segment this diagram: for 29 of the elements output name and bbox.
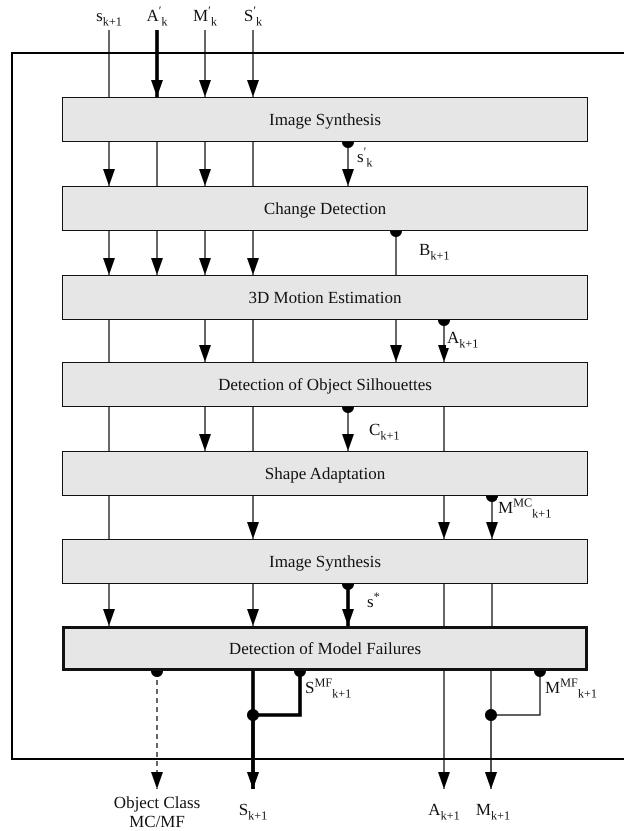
- arrow: [199, 320, 211, 362]
- process-box: 3D Motion Estimation: [62, 275, 588, 320]
- process-box: Detection of Object Silhouettes: [62, 362, 588, 407]
- arrow: [247, 231, 259, 275]
- process-box: Change Detection: [62, 186, 588, 231]
- process-box: Image Synthesis: [62, 97, 588, 142]
- signal-label: S$_{k+1}$: [231, 800, 275, 819]
- signal-label: M$_{k+1}$: [471, 800, 515, 819]
- arrow: [103, 584, 115, 626]
- arrow: [390, 320, 402, 362]
- arrow: [199, 30, 211, 97]
- arrow: [103, 231, 115, 275]
- arrow: [247, 496, 259, 539]
- arrow: [199, 142, 211, 186]
- arrow: [438, 671, 450, 789]
- process-box: Detection of Model Failures: [62, 626, 588, 671]
- process-box: Image Synthesis: [62, 539, 588, 584]
- arrow: [103, 142, 115, 186]
- arrow: [247, 584, 259, 626]
- signal-label: s$_{k+1}$: [87, 6, 131, 25]
- arrow: [151, 30, 163, 97]
- signal-label: Object Class MC/MF: [102, 793, 212, 831]
- arrow: [438, 496, 450, 539]
- arrow: [199, 407, 211, 451]
- arrow: [247, 30, 259, 97]
- arrow: [199, 231, 211, 275]
- process-box: Shape Adaptation: [62, 451, 588, 496]
- arrow: [151, 231, 163, 275]
- signal-label: A$_{k+1}$: [422, 800, 466, 819]
